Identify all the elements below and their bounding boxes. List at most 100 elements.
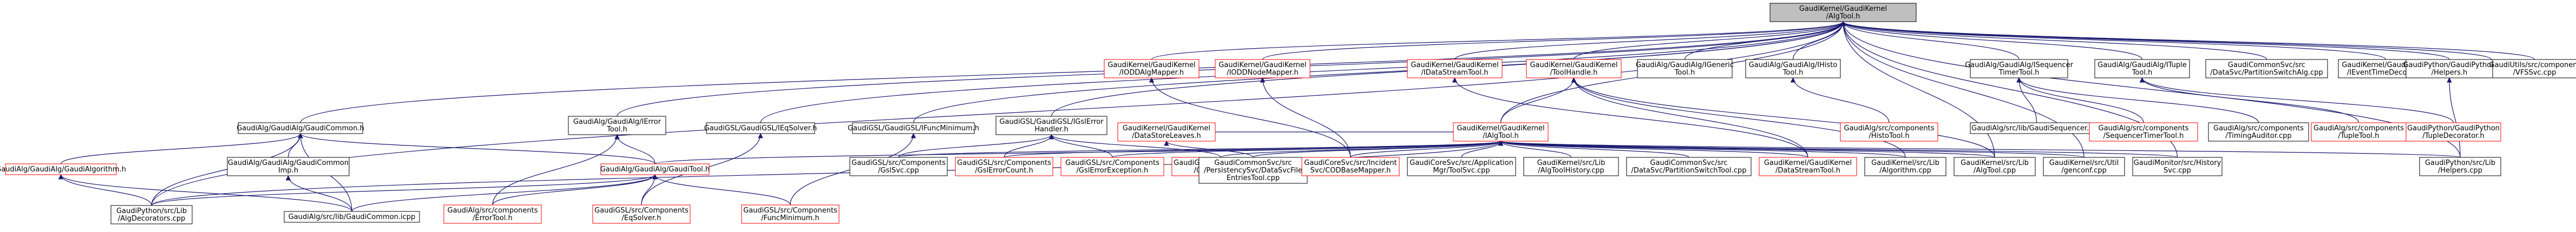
node-label: TimerTool.h: [1998, 69, 2040, 77]
node-label: Mgr/ToolSvc.cpp: [1433, 167, 1490, 175]
node-genconf[interactable]: GaudiKernel/src/Util/genconf.cpp: [2043, 157, 2125, 176]
node-algdecorators[interactable]: GaudiPython/src/Lib/AlgDecorators.cpp: [110, 205, 193, 224]
node-box: [1453, 122, 1549, 142]
edge-historysvc-to-ialgtool_h: [1498, 141, 2178, 158]
node-label: GaudiKernel/src/Lib: [1961, 159, 2029, 167]
node-label: GaudiPython/src/Lib: [2425, 159, 2495, 167]
node-box: [1626, 157, 1752, 176]
nodes: GaudiKernel/GaudiKernel/AlgTool.hGaudiAl…: [0, 3, 2576, 224]
node-datasvcfileentries[interactable]: GaudiKernel/GaudiKernel/DataStoreLeaves.…: [1117, 122, 1216, 142]
node-icdbalgmapper[interactable]: GaudiKernel/GaudiKernel/IODDAlgMapper.h: [1104, 59, 1199, 78]
edge-sequencertimertool-to-isequencertimertool: [2016, 77, 2144, 123]
node-histotool_comp[interactable]: GaudiAlg/src/components/HistoTool.h: [1840, 122, 1938, 142]
node-gaudicommon_icpp[interactable]: GaudiAlg/src/lib/GaudiCommon.icpp: [284, 211, 420, 223]
node-timingauditor[interactable]: GaudiAlg/src/components/TimingAuditor.cp…: [2208, 122, 2309, 142]
node-algorithm_cpp[interactable]: GaudiKernel/src/Lib/Algorithm.cpp: [1864, 157, 1946, 176]
node-gslerrorcount[interactable]: GaudiGSL/src/Components/GslErrorCount.h: [955, 157, 1053, 176]
node-label: GaudiAlg/GaudiAlg/IGeneric: [1636, 61, 1734, 69]
node-gaudialgtool_h[interactable]: GaudiAlg/GaudiAlg/GaudiTool.h: [600, 163, 710, 175]
node-funcminimum[interactable]: GaudiGSL/src/Components/FuncMinimum.h: [741, 204, 840, 224]
node-itoolhandle[interactable]: GaudiKernel/GaudiKernel/ToolHandle.h: [1526, 59, 1622, 78]
node-box: [849, 157, 948, 176]
node-errortool[interactable]: GaudiAlg/src/components/ErrorTool.h: [443, 204, 542, 224]
node-label: /AlgTool.cpp: [1974, 167, 2016, 175]
node-label: Tool.h: [606, 125, 627, 134]
node-partitionswitchalg[interactable]: GaudiCommonSvc/src/DataSvc/PartitionSwit…: [2205, 59, 2328, 78]
node-appmgrtoolsvc[interactable]: GaudiCoreSvc/src/ApplicationMgr/ToolSvc.…: [1407, 157, 1516, 176]
node-label: Tool.h: [2132, 69, 2153, 77]
edge-icdbalgmapper-to-root: [1151, 21, 1846, 60]
node-label: GaudiCommonSvc/src: [1650, 159, 1727, 167]
edge-helpers_cpp-to-gaudipython_helpers_h: [2447, 77, 2461, 158]
node-tupledecorator[interactable]: GaudiPython/GaudiPython/TupleDecorator.h: [2405, 122, 2501, 142]
node-sequencertimertool[interactable]: GaudiAlg/src/components/SequencerTimerTo…: [2089, 122, 2198, 142]
node-gaudisequencer[interactable]: GaudiAlg/src/lib/GaudiSequencer.cpp: [1970, 122, 2103, 134]
node-datastreamtool_h[interactable]: GaudiKernel/GaudiKernel/DataStreamTool.h: [1759, 157, 1857, 176]
node-ialgtool_h[interactable]: GaudiKernel/GaudiKernel/IAlgTool.h: [1453, 122, 1549, 142]
node-gslsvc[interactable]: GaudiGSL/src/Components/GslSvc.cpp: [849, 157, 948, 176]
node-label: GaudiAlg/GaudiAlg/ITuple: [2097, 61, 2186, 69]
node-label: /AlgToolHistory.cpp: [1538, 167, 1604, 175]
node-box: [2405, 59, 2493, 78]
node-partitionswitchtool[interactable]: GaudiCommonSvc/src/DataSvc/PartitionSwit…: [1626, 157, 1752, 176]
node-label: /VFSSvc.cpp: [2513, 69, 2557, 77]
edge-icdbnodemapper-to-root: [1262, 21, 1846, 60]
node-box: [1954, 157, 2036, 176]
node-eqsolver[interactable]: GaudiGSL/src/Components/EqSolver.h: [592, 204, 691, 224]
edge-tupledecorator-to-itupletool: [2139, 77, 2454, 123]
node-box: [1970, 59, 2068, 78]
node-tupletool_comp[interactable]: GaudiAlg/src/components/TupleTool.h: [2311, 122, 2407, 142]
node-label: GaudiKernel/src/Util: [2049, 159, 2119, 167]
node-box: [2089, 122, 2198, 142]
node-label: /IEventTimeDecoder.h: [2347, 69, 2424, 77]
node-datasvcfileentriestool[interactable]: GaudiCommonSvc/src/PersistencySvc/DataSv…: [1198, 157, 1308, 184]
edge-datasvcfileentriestool-to-ialgtool_h: [1253, 141, 1504, 158]
node-label: GaudiAlg/GaudiAlg/ISequencer: [1965, 61, 2074, 69]
edge-idatastreamtool-to-root: [1454, 21, 1846, 60]
node-label: Tool.h: [1674, 69, 1695, 77]
node-label: GaudiGSL/src/Components: [1065, 159, 1159, 167]
node-helpers_cpp[interactable]: GaudiPython/src/Lib/Helpers.cpp: [2419, 157, 2501, 176]
node-gaudicommon_h[interactable]: GaudiAlg/GaudiAlg/GaudiCommon.h: [237, 122, 364, 134]
edge-itupletool-to-root: [1840, 21, 2143, 60]
edge-funcminimum-to-gaudialgtool_h: [652, 174, 791, 206]
node-box: [741, 204, 840, 224]
node-root[interactable]: GaudiKernel/GaudiKernel/AlgTool.h: [1769, 3, 1917, 22]
node-gaudialgorithm[interactable]: GaudiAlg/GaudiAlg/GaudiAlgorithm.h: [0, 163, 126, 175]
node-label: /IODDAlgMapper.h: [1119, 69, 1184, 77]
node-label: GaudiKernel/src/Lib: [1871, 159, 1939, 167]
node-idatastreamtool[interactable]: GaudiKernel/GaudiKernel/IDataStreamTool.…: [1407, 59, 1503, 78]
node-label: GaudiAlg/src/components: [2099, 124, 2189, 132]
node-label: GaudiKernel/GaudiKernel: [1764, 159, 1852, 167]
node-ifuncminimum[interactable]: GaudiGSL/GaudiGSL/IFuncMinimum.h: [848, 122, 979, 134]
node-box: [238, 122, 363, 134]
node-icdbnodemapper[interactable]: GaudiKernel/GaudiKernel/IODDNodeMapper.h: [1215, 59, 1310, 78]
edge-algorithm_cpp-to-itoolhandle: [1571, 77, 1906, 158]
node-label: GaudiAlg/src/components: [448, 207, 538, 215]
node-codbasemapper[interactable]: GaudiCoreSvc/src/IncidentSvc/CODBaseMapp…: [1301, 157, 1400, 176]
node-label: GaudiCoreSvc/src/Application: [1410, 159, 1513, 167]
node-box: [110, 205, 193, 224]
node-box: [284, 211, 420, 223]
node-algtoolhistory[interactable]: GaudiKernel/src/Lib/AlgToolHistory.cpp: [1523, 157, 1619, 176]
node-gslerrorexception[interactable]: GaudiGSL/src/Components/GslErrorExceptio…: [1060, 157, 1164, 176]
node-iequsolver[interactable]: GaudiGSL/GaudiGSL/IEqSolver.h: [704, 122, 817, 134]
node-label: /DataSvc/PartitionSwitchAlg.cpp: [2210, 69, 2323, 77]
node-box: [2311, 122, 2407, 142]
node-algtool_cpp[interactable]: GaudiKernel/src/Lib/AlgTool.cpp: [1954, 157, 2036, 176]
node-vfssvc[interactable]: GaudiUtils/src/component/VFSSvc.cpp: [2489, 59, 2576, 78]
node-gaudipython_helpers_h[interactable]: GaudiPython/GaudiPython/Helpers.h: [2403, 59, 2496, 78]
node-label: GaudiKernel/GaudiKernel: [1411, 61, 1498, 69]
edge-gaudicommon_icpp-to-gaudicommonimp: [285, 175, 352, 212]
edge-isequencertimertool-to-root: [1840, 21, 2020, 60]
edge-igenerictool-to-root: [1684, 21, 1846, 60]
